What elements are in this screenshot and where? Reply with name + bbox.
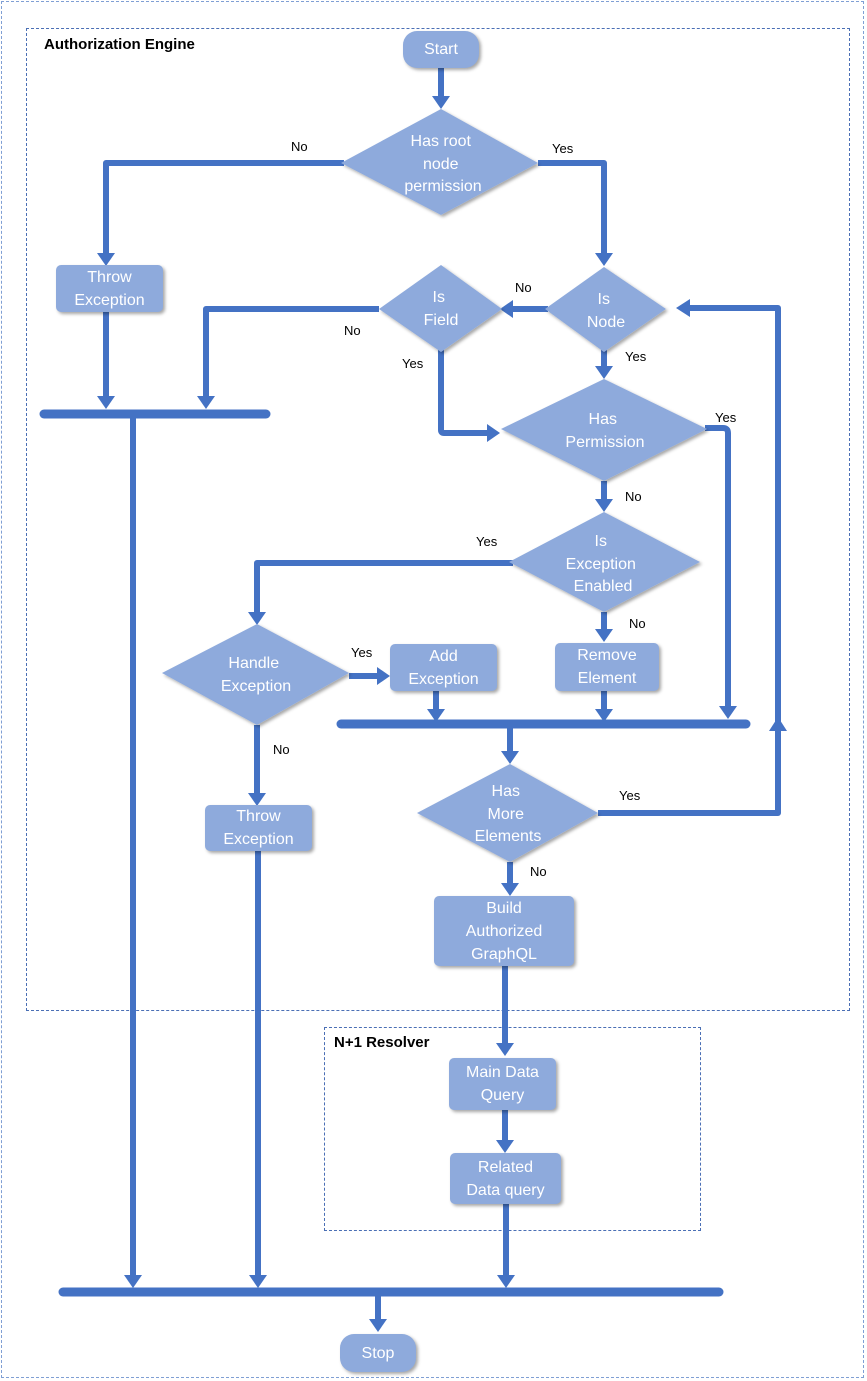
decision-has-permission (501, 379, 707, 481)
permission-line-2: Permission (565, 434, 644, 451)
label-handle-yes: Yes (351, 645, 373, 660)
label-exception-enabled-no: No (629, 616, 646, 631)
decision-has-more-elements-label: Has More Elements (475, 783, 542, 845)
handle-line-1: Handle (228, 655, 279, 672)
arrowhead-start (432, 96, 450, 109)
decision-is-field-label: Is Field (424, 289, 459, 329)
arrowhead-more-no (501, 883, 519, 896)
n1-resolver-container (324, 1027, 701, 1231)
related-data-query-box: Related Data query (450, 1153, 561, 1204)
connector-field-yes (438, 347, 488, 436)
connector-permission-yes (705, 425, 731, 708)
arrowhead-left-stop (124, 1275, 142, 1288)
main-data-query-box: Main Data Query (449, 1058, 556, 1110)
arrowhead-throw (97, 396, 115, 409)
connector-field-no (203, 306, 379, 397)
arrowhead-remove (595, 709, 613, 722)
label-more-yes: Yes (619, 788, 641, 803)
arrowhead-root-no (97, 253, 115, 266)
arrowhead-more-in (501, 751, 519, 764)
label-permission-no: No (625, 489, 642, 504)
arrowhead-permission-no (595, 499, 613, 512)
label-handle-no: No (273, 742, 290, 757)
arrowhead-exception-yes (248, 612, 266, 625)
connector-root-yes (538, 160, 607, 254)
arrowhead-stop (369, 1319, 387, 1332)
arrowhead-exception-no (595, 629, 613, 642)
authorization-engine-container (26, 28, 850, 1011)
arrowhead-main (496, 1140, 514, 1153)
decision-is-exception-enabled (509, 512, 700, 612)
label-permission-yes: Yes (715, 410, 737, 425)
decision-handle-exception (162, 624, 349, 725)
label-exception-enabled-yes: Yes (476, 534, 498, 549)
node-line-1: Is (598, 291, 610, 308)
root-line-2: node (423, 156, 459, 173)
field-line-1: Is (433, 289, 445, 306)
exception-enabled-line-1: Is (595, 533, 607, 550)
arrowhead-node-yes (595, 366, 613, 379)
arrowhead-more-yes-up (769, 717, 787, 731)
more-line-1: Has (492, 783, 520, 800)
label-root-no: No (291, 139, 308, 154)
decision-has-permission-label: Has Permission (565, 411, 644, 451)
root-line-1: Has root (411, 133, 472, 150)
decision-handle-exception-label: Handle Exception (221, 655, 291, 695)
more-line-3: Elements (475, 828, 542, 845)
label-more-no: No (530, 864, 547, 879)
decision-has-more-elements (417, 764, 598, 862)
connector-exception-enabled-yes (254, 560, 513, 613)
throw-exception-bottom-box: Throw Exception (205, 805, 312, 851)
decision-is-field (379, 265, 502, 352)
decision-has-root-permission-label: Has root node permission (404, 133, 481, 195)
arrowhead-build (496, 1043, 514, 1056)
arrowhead-handle-yes (377, 667, 390, 685)
arrowhead-related-stop (497, 1275, 515, 1288)
start-terminal: Start (403, 31, 479, 68)
arrowhead-throw2-stop (249, 1275, 267, 1288)
add-exception-box: Add Exception (390, 644, 497, 691)
handle-line-2: Exception (221, 678, 291, 695)
root-line-3: permission (404, 178, 481, 195)
node-line-2: Node (587, 314, 625, 331)
stop-terminal: Stop (340, 1334, 416, 1372)
label-node-yes: Yes (625, 349, 647, 364)
label-node-no: No (515, 280, 532, 295)
decision-is-node (545, 267, 666, 352)
label-field-no: No (344, 323, 361, 338)
arrowhead-loop (676, 299, 690, 317)
arrowhead-field-no (197, 396, 215, 409)
authorization-engine-title: Authorization Engine (44, 36, 195, 53)
decision-has-root-permission (341, 109, 538, 215)
connector-more-yes (598, 730, 781, 816)
decision-is-exception-enabled-label: Is Exception Enabled (566, 533, 641, 595)
arrowhead-permission-yes (719, 706, 737, 719)
remove-element-box: Remove Element (555, 643, 659, 691)
exception-enabled-line-2: Exception (566, 556, 636, 573)
n1-resolver-title: N+1 Resolver (334, 1034, 430, 1051)
exception-enabled-line-3: Enabled (574, 578, 633, 595)
arrowhead-field-yes (487, 424, 500, 442)
build-authorized-graphql-box: Build Authorized GraphQL (434, 896, 574, 966)
field-line-2: Field (424, 312, 459, 329)
arrowhead-handle-no (248, 793, 266, 806)
connector-loop-to-node (689, 305, 781, 730)
connector-root-no (103, 160, 344, 254)
permission-line-1: Has (589, 411, 617, 428)
decision-is-node-label: Is Node (587, 291, 625, 331)
arrowhead-add (427, 709, 445, 722)
arrowhead-root-yes (595, 253, 613, 266)
throw-exception-top-box: Throw Exception (56, 265, 163, 312)
label-root-yes: Yes (552, 141, 574, 156)
more-line-2: More (488, 806, 525, 823)
arrowhead-node-no (500, 300, 513, 318)
label-field-yes: Yes (402, 356, 424, 371)
